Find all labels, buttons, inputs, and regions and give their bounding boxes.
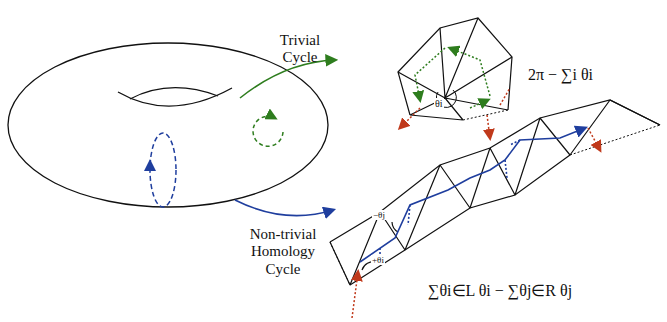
angle-label: −θj: [372, 210, 386, 220]
angle-label: +θi: [371, 255, 385, 265]
angle-label: θi: [434, 98, 444, 110]
strip-mesh: [330, 100, 660, 285]
red-dotted-arrows: [352, 128, 600, 318]
homology-loop: [150, 133, 176, 207]
fan-mesh: [398, 18, 512, 120]
formula: ∑θi∈L θi − ∑θj∈R θj: [428, 282, 572, 300]
cut-edge: [463, 110, 508, 120]
cycle-label: Non-trivial Homology Cycle: [238, 226, 328, 278]
red-dotted-arrows: [400, 88, 510, 138]
cut-edge: [330, 242, 350, 285]
cut-edge: [570, 125, 660, 155]
trivial-loop: [253, 116, 283, 146]
green-arrow: [240, 60, 335, 98]
green-dotted-cycle: [415, 48, 490, 108]
torus: [8, 43, 328, 207]
blue-path: [360, 128, 585, 262]
loop-arrow: [149, 162, 151, 170]
cycle-label: Trivial Cycle: [268, 32, 332, 67]
blue-arrow: [235, 200, 333, 216]
formula: 2π − ∑i θi: [528, 66, 593, 84]
